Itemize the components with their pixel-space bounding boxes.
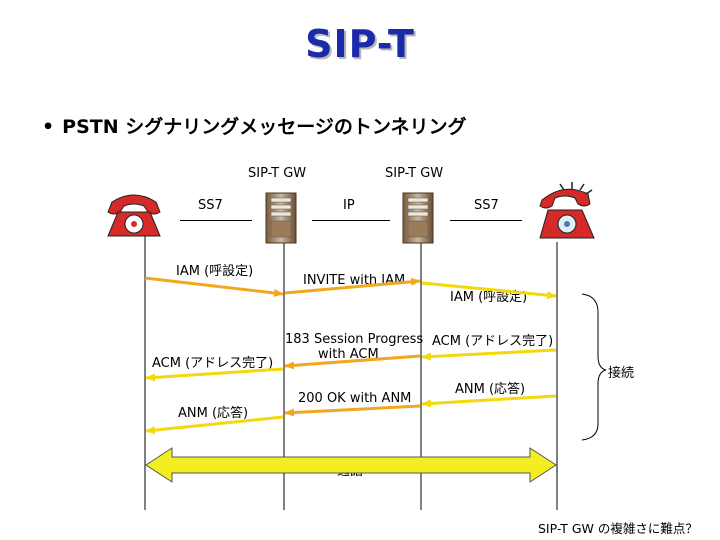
arrow-session-progress [284, 354, 421, 370]
msg-iam-left: IAM (呼設定) [176, 264, 254, 279]
call-double-arrow [145, 447, 557, 483]
gw-right-label: SIP-T GW [385, 166, 444, 181]
msg-session-progress: 183 Session Progress [285, 332, 424, 347]
bullet-marker: • [42, 116, 55, 138]
server-icon [265, 192, 297, 244]
arrow-anm-left [145, 415, 284, 435]
segment-middle-line [312, 220, 390, 221]
footnote: SIP-T GW の複雑さに難点？ [538, 521, 698, 536]
arrow-acm-left [145, 367, 284, 382]
server-icon [402, 192, 434, 244]
arrow-iam-left [144, 276, 284, 297]
connection-brace [581, 293, 607, 441]
msg-acm-left: ACM (アドレス完了) [152, 356, 274, 371]
arrow-200-ok [284, 404, 421, 417]
msg-200-ok: 200 OK with ANM [298, 391, 412, 406]
msg-iam-right: IAM (呼設定) [450, 290, 528, 305]
gw-left-label: SIP-T GW [248, 166, 307, 181]
msg-anm-right: ANM (応答) [455, 382, 526, 397]
arrow-invite [284, 277, 421, 295]
message-arrows [144, 276, 557, 435]
brace-label: 接続 [608, 366, 635, 381]
segment-ss7-left-label: SS7 [198, 198, 223, 213]
msg-with-acm: with ACM [318, 347, 379, 362]
segment-ss7-right-label: SS7 [474, 198, 499, 213]
bullet-text: PSTN シグナリングメッセージのトンネリング [62, 116, 467, 138]
telephone-icon [107, 194, 161, 237]
bullet-point: • PSTN シグナリングメッセージのトンネリング [42, 112, 466, 139]
segment-right-line [450, 220, 522, 221]
msg-acm-right: ACM (アドレス完了) [432, 334, 554, 349]
msg-anm-left: ANM (応答) [178, 406, 249, 421]
segment-ip-label: IP [343, 198, 355, 213]
slide-title: SIP-T [305, 22, 415, 66]
ringing-telephone-icon [539, 182, 595, 239]
arrow-iam-right [421, 281, 557, 300]
arrow-acm-right [421, 348, 557, 361]
arrow-anm-right [421, 394, 557, 408]
segment-left-line [180, 220, 252, 221]
